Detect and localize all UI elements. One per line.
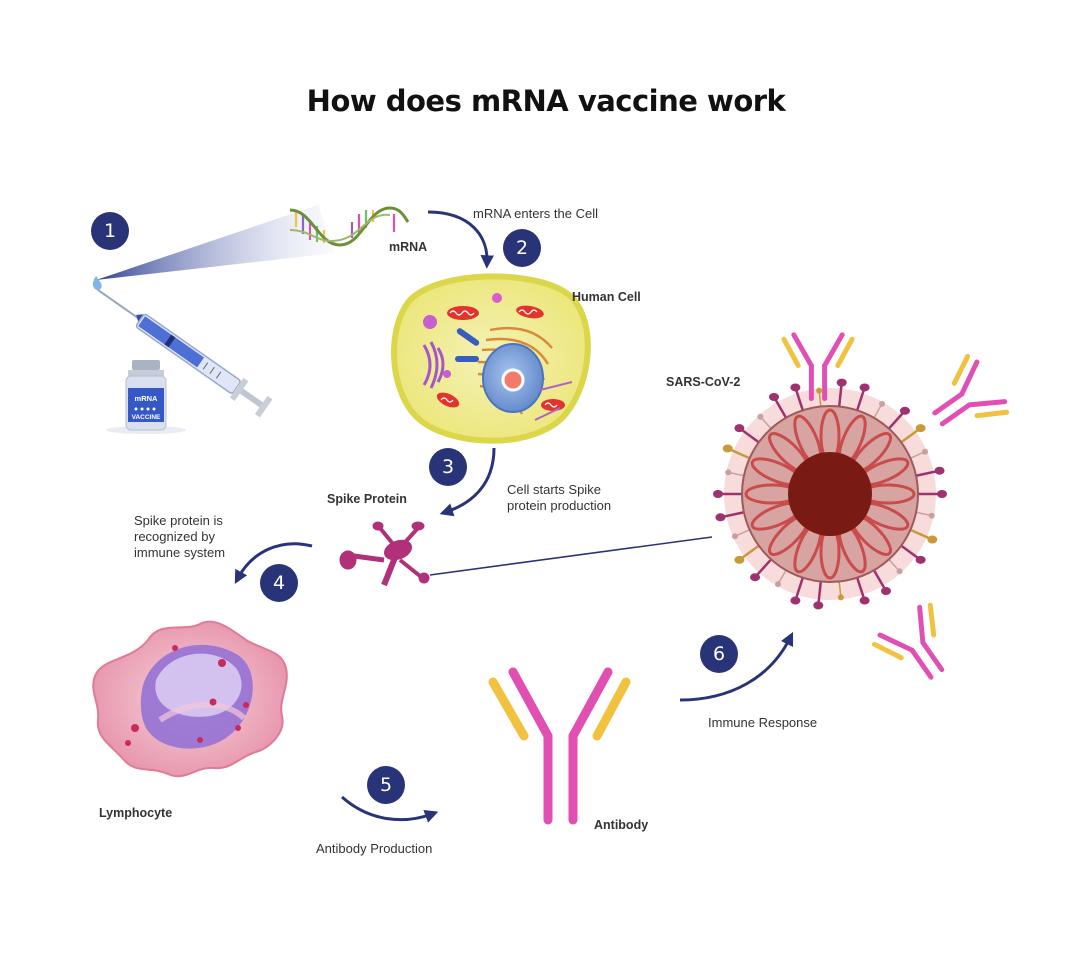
step-5-badge: 5 xyxy=(367,766,405,804)
sars-cov-2-label: SARS-CoV-2 xyxy=(666,375,741,389)
vaccine-vial-icon: mRNA VACCINE xyxy=(106,360,186,434)
flow-arrows xyxy=(234,210,794,823)
step-3-caption: Cell starts Spike protein production xyxy=(507,482,611,514)
lymphocyte-icon xyxy=(92,620,288,778)
lymphocyte-label: Lymphocyte xyxy=(99,806,173,820)
step-4-caption-line: Spike protein is xyxy=(134,513,223,528)
antibody-small-icons xyxy=(781,332,1010,680)
step-4-caption-line: immune system xyxy=(134,545,226,560)
step-3-caption-line: Cell starts Spike xyxy=(507,482,601,497)
mrna-label: mRNA xyxy=(389,240,428,254)
human-cell-icon xyxy=(391,273,591,444)
antibody-small-icon xyxy=(932,353,1010,427)
human-cell-label: Human Cell xyxy=(572,290,641,304)
antibody-label: Antibody xyxy=(594,818,649,832)
antibody-small-icon xyxy=(781,332,855,402)
step-4-caption-line: recognized by xyxy=(134,529,215,544)
step-3-badge: 3 xyxy=(429,448,467,486)
vial-bottom-text: VACCINE xyxy=(132,414,161,421)
virus-icon xyxy=(713,378,947,610)
step-5-caption: Antibody Production xyxy=(316,841,433,856)
syringe-icon xyxy=(92,205,335,418)
antibody-small-icon xyxy=(871,602,945,680)
spike-protein-label: Spike Protein xyxy=(327,492,407,506)
step-3-caption-line: protein production xyxy=(507,498,612,513)
step-4-badge: 4 xyxy=(260,564,298,602)
page-title: How does mRNA vaccine work xyxy=(306,84,786,118)
spike-protein-icon xyxy=(339,521,430,587)
step-2-caption: mRNA enters the Cell xyxy=(473,206,598,221)
mrna-helix-icon xyxy=(289,206,410,247)
step-2-badge: 2 xyxy=(503,229,541,267)
antibody-icon xyxy=(488,667,631,825)
step-1-badge: 1 xyxy=(91,212,129,250)
step-6-badge: 6 xyxy=(700,635,738,673)
step-6-caption: Immune Response xyxy=(708,715,818,730)
step-4-caption: Spike protein is recognized by immune sy… xyxy=(134,513,225,561)
vial-top-text: mRNA xyxy=(135,394,159,403)
